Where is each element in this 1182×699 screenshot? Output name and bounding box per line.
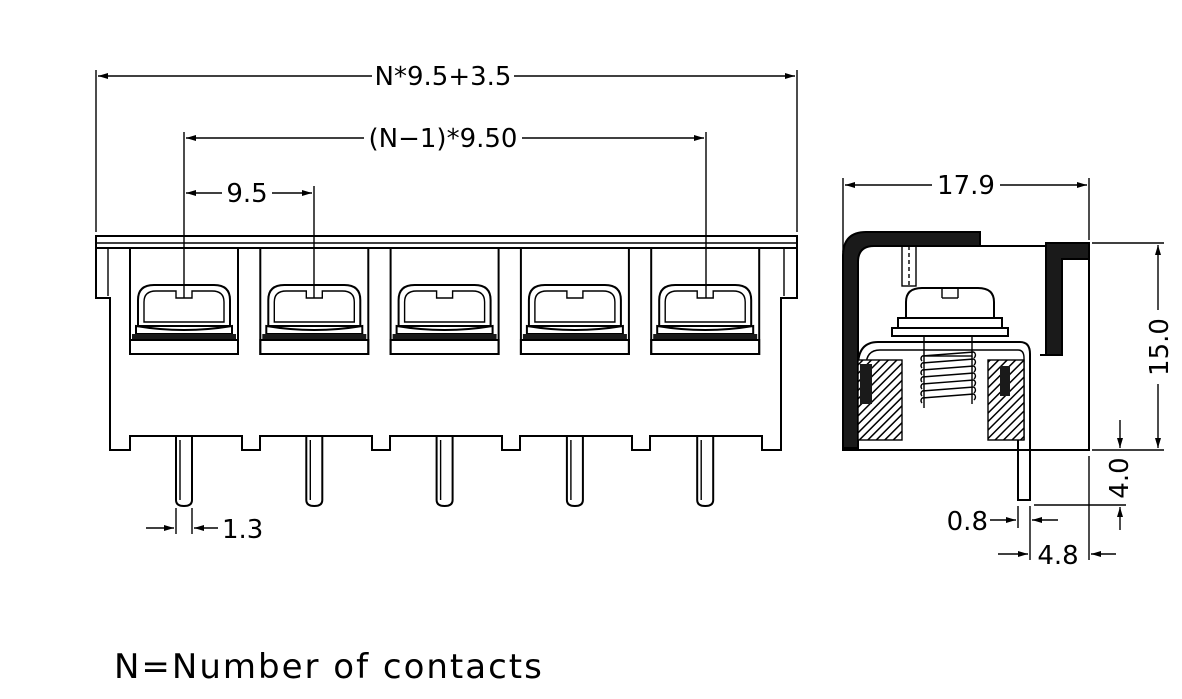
screw-head [137, 284, 231, 327]
front-body-outline [95, 248, 798, 451]
side-pin [1017, 440, 1031, 501]
pin-length-label: 4.0 [1105, 457, 1135, 498]
pin-width-label: 1.3 [222, 515, 263, 545]
side-view [842, 231, 1090, 501]
terminal-cell [519, 247, 630, 355]
side-screw-thread [920, 335, 977, 408]
pin-thickness-label: 0.8 [947, 507, 988, 537]
pin-offset-label: 4.8 [1037, 541, 1078, 571]
side-dimensions: 17.9 15.0 4.0 0.8 4.8 [842, 171, 1175, 571]
side-screw-head [905, 287, 995, 319]
outer-pitch-span-label: (N−1)*9.50 [369, 124, 518, 154]
height-label: 15.0 [1145, 318, 1175, 376]
pin [435, 436, 454, 508]
pin [305, 436, 324, 508]
screw-head [397, 284, 492, 327]
side-wall-left [842, 231, 981, 449]
front-view [95, 235, 798, 508]
front-body-top [95, 235, 798, 249]
terminal-cell [650, 247, 761, 355]
note-text: N=Number of contacts [114, 647, 544, 687]
screw-head [267, 284, 362, 327]
pitch-label: 9.5 [226, 179, 267, 209]
screw-head [527, 284, 622, 327]
pin [175, 436, 193, 508]
side-clamp [857, 341, 1031, 440]
side-wall-right [1045, 242, 1090, 356]
overall-length-label: N*9.5+3.5 [375, 62, 512, 92]
pin [565, 436, 584, 508]
front-dimensions: N*9.5+3.5 (N−1)*9.50 9.5 1.3 [95, 62, 798, 545]
pin [696, 436, 715, 508]
depth-label: 17.9 [937, 171, 995, 201]
terminal-cell [389, 247, 500, 355]
screw-head [658, 284, 753, 327]
